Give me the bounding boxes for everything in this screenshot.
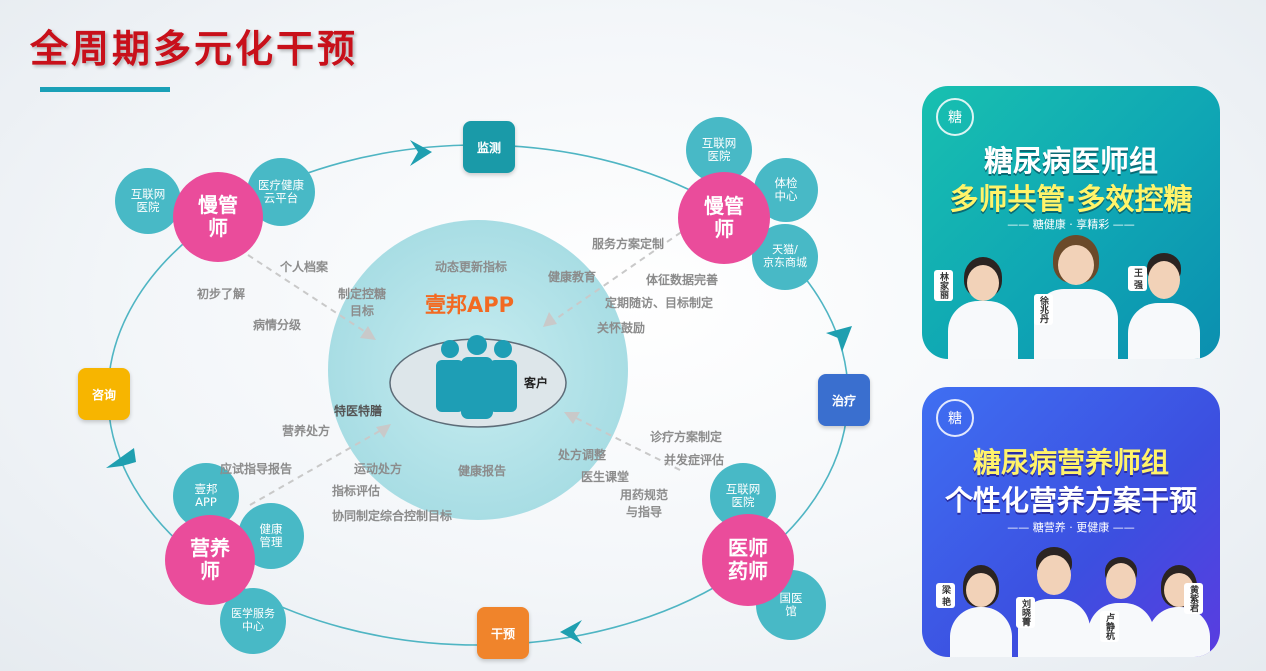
role-chronic-manager-tr: 慢管 师 (678, 172, 770, 264)
brand-logo-icon: 糖 (936, 399, 974, 437)
label-prescription-adjust: 处方调整 (558, 448, 607, 462)
label-complication-eval: 并发症评估 (664, 453, 725, 467)
role-nutritionist: 营养 师 (165, 515, 255, 605)
customer-label: 客户 (524, 376, 549, 390)
label-exercise-prescription: 运动处方 (354, 462, 403, 476)
card-subtitle: —— 糖营养 · 更健康 —— (1007, 521, 1135, 534)
app-name: 壹邦APP (425, 293, 515, 317)
label-indicator-assessment: 指标评估 (332, 484, 381, 498)
doctor-name-tag: 刘晓菁 (1016, 597, 1035, 628)
doctor-name-tag: 黄紫君 (1184, 583, 1203, 614)
chevron-right (826, 326, 852, 352)
stage-monitor[interactable]: 监测 (463, 121, 515, 173)
arrow-bl (249, 427, 386, 506)
card-title: 糖尿病营养师组 (972, 446, 1169, 479)
title-underline (40, 87, 170, 92)
label-joint-goal: 协同制定综合控制目标 (332, 509, 453, 523)
doctor-photo (1128, 247, 1200, 359)
customer-group-icon (436, 335, 517, 419)
sat-tcm-hall: 国医 馆 (756, 570, 826, 640)
page-title: 全周期多元化干预 (30, 27, 359, 71)
label-service-plan: 服务方案定制 (592, 237, 665, 251)
label-initial-understanding: 初步了解 (197, 287, 246, 301)
role-chronic-manager-tl: 慢管 师 (173, 172, 263, 262)
doctor-name-tag: 王 强 (1128, 266, 1147, 292)
stage-intervene[interactable]: 干预 (477, 607, 529, 659)
label-personal-record: 个人档案 (280, 260, 329, 274)
sat-medical-service-center: 医学服务 中心 (220, 588, 286, 654)
stage-consult[interactable]: 咨询 (78, 368, 130, 420)
doctor-name-tag: 卢静杭 (1100, 611, 1119, 642)
chevron-bottom (560, 620, 582, 644)
label-guidance-report: 应试指导报告 (220, 462, 293, 476)
label-special-diet: 特医特膳 (334, 404, 383, 418)
label-vitals-complete: 体征数据完善 (646, 273, 719, 287)
label-nutrition-prescription: 营养处方 (282, 424, 331, 438)
arrow-tl (247, 254, 371, 336)
label-medication-guidance: 用药规范 与指导 (620, 488, 669, 519)
doctor-name-tag: 梁 艳 (936, 583, 955, 609)
role-doctor-pharmacist: 医师 药师 (702, 514, 794, 606)
label-health-report: 健康报告 (458, 464, 507, 478)
chevron-left (106, 448, 136, 468)
label-condition-grading: 病情分级 (253, 318, 302, 332)
label-followup: 定期随访、目标制定 (605, 296, 714, 310)
stage-treat[interactable]: 治疗 (818, 374, 870, 426)
doctor-photo (950, 561, 1012, 657)
arrow-br (569, 414, 681, 471)
card-slogan: 个性化营养方案干预 (944, 484, 1197, 517)
label-care-encourage: 关怀鼓励 (597, 321, 646, 335)
card-subtitle: —— 糖健康 · 享精彩 —— (1007, 218, 1135, 231)
label-treatment-plan: 诊疗方案制定 (650, 430, 723, 444)
doctor-name-tag: 徐兆丹 (1034, 294, 1053, 325)
chevron-top (410, 140, 432, 166)
card-title: 糖尿病医师组 (983, 144, 1158, 178)
promo-card-nutritionists[interactable]: 糖 糖尿病营养师组 个性化营养方案干预 —— 糖营养 · 更健康 —— 梁 艳 … (922, 387, 1220, 657)
label-dynamic-update: 动态更新指标 (435, 260, 508, 274)
promo-card-physicians[interactable]: 糖 糖尿病医师组 多师共管·多效控糖 —— 糖健康 · 享精彩 —— 林家丽 徐… (922, 86, 1220, 359)
doctor-name-tag: 林家丽 (934, 270, 953, 301)
brand-logo-icon: 糖 (936, 98, 974, 136)
label-sugar-goal: 制定控糖 目标 (338, 287, 387, 318)
label-doctor-class: 医生课堂 (581, 470, 630, 484)
card-slogan: 多师共管·多效控糖 (949, 182, 1193, 216)
doctor-photo (948, 249, 1018, 359)
sat-internet-hospital-tl: 互联网 医院 (115, 168, 181, 234)
label-health-education: 健康教育 (548, 270, 597, 284)
doctor-photo (1088, 553, 1154, 657)
